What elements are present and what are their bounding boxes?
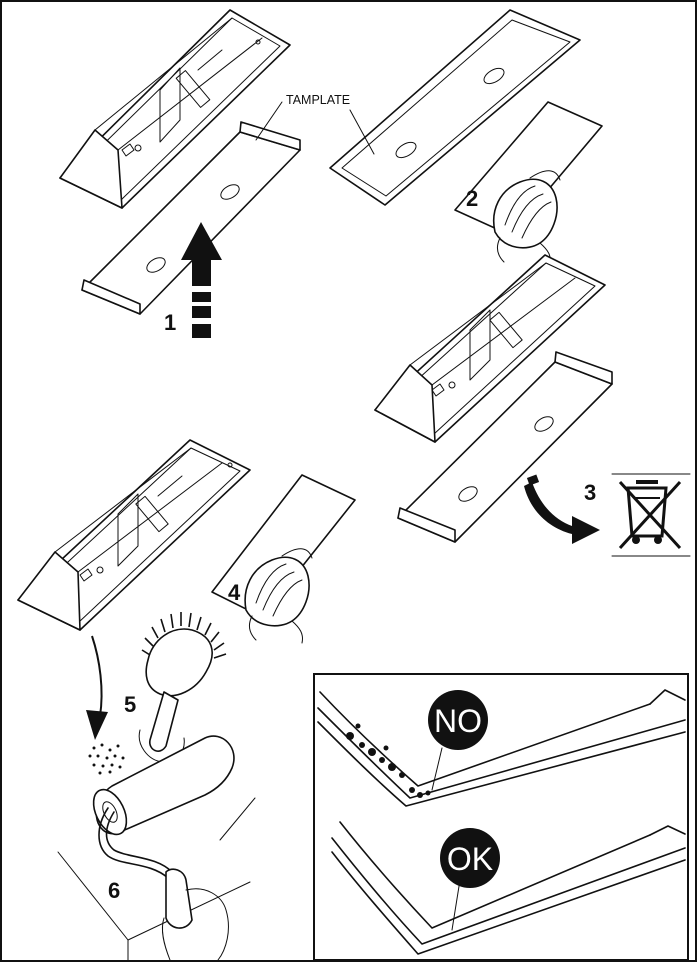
step4-number: 4: [228, 580, 241, 605]
step2-scraper-blade: [454, 101, 603, 236]
correct-edge-example: OK: [331, 821, 686, 955]
step1-template-sheet: [81, 121, 301, 315]
step2-number: 2: [466, 186, 478, 211]
paint-roller-icon: [92, 735, 235, 961]
template-leader-line-2: [349, 109, 375, 155]
step6-number: 6: [108, 878, 120, 903]
comparison-inset: NO OK: [313, 673, 689, 961]
template-label: TAMPLATE: [286, 93, 350, 107]
step1-number: 1: [164, 310, 176, 335]
step3-frame: [374, 254, 606, 443]
ok-badge-label: OK: [447, 841, 493, 877]
dust-particles: [88, 743, 125, 775]
no-badge: [428, 690, 488, 750]
step2-hand: [493, 170, 561, 266]
no-badge-label: NO: [434, 703, 482, 739]
step1-frame-top-left: [59, 9, 291, 209]
step3-discard-arrow: [524, 474, 600, 544]
step5-number: 5: [124, 692, 136, 717]
incorrect-edge-example: NO: [317, 689, 686, 807]
step4-frame: [17, 439, 251, 631]
brush-icon: [138, 612, 227, 763]
step1-up-arrow: [181, 222, 222, 338]
step3-template-sheet: [397, 351, 613, 543]
step3-number: 3: [584, 480, 596, 505]
step4-hand: [244, 548, 313, 644]
room-corner-lines: [57, 797, 256, 961]
step5-curved-arrow: [86, 635, 108, 740]
template-leader-line-1: [255, 101, 283, 141]
step2-template-sheet: [329, 9, 581, 206]
ok-badge: [440, 828, 500, 888]
disposal-icon: [611, 473, 691, 557]
